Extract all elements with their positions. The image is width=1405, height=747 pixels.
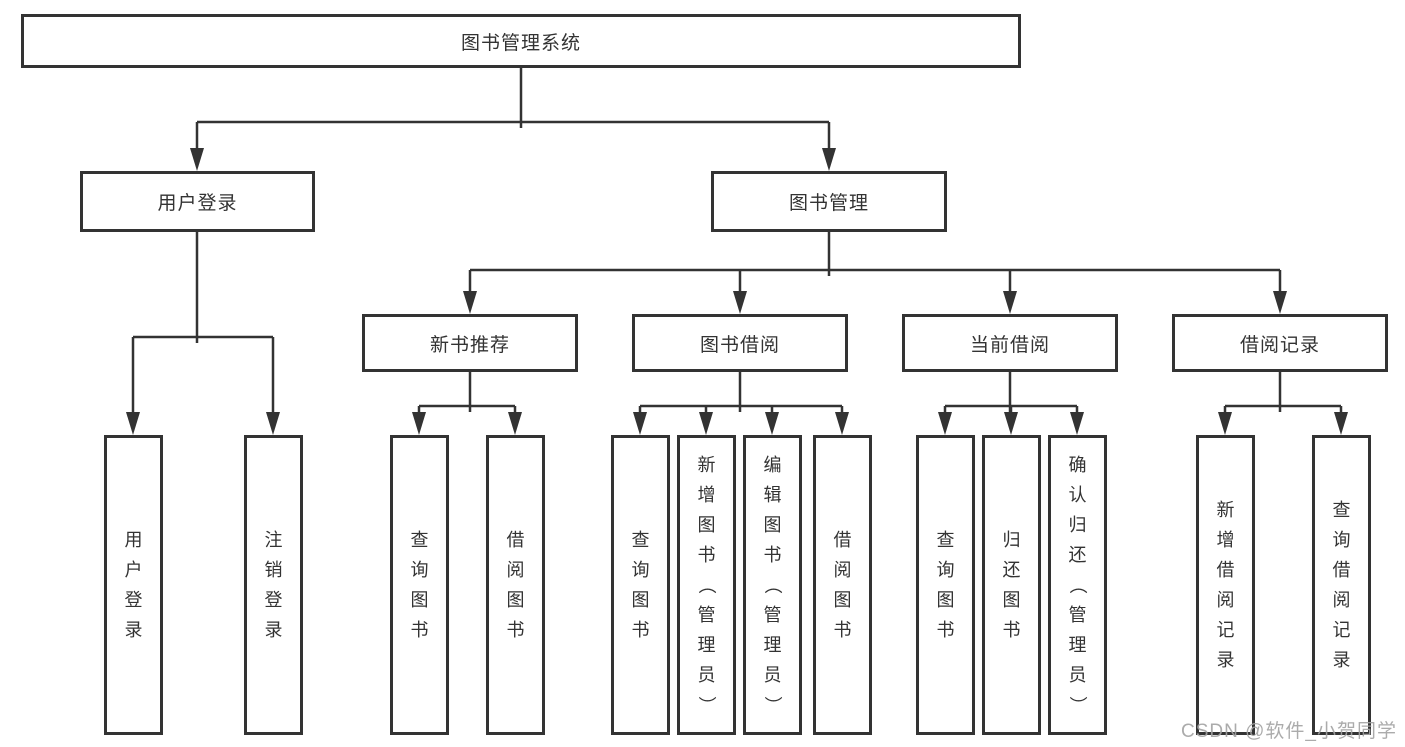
node-leaf-query-books-1: 查询图书	[390, 435, 449, 735]
connector-root-to-level2	[190, 68, 836, 171]
node-book-borrow: 图书借阅	[632, 314, 848, 372]
connector-current-borrow-to-leaves	[938, 372, 1084, 435]
connector-new-book-recommend-to-leaves	[412, 372, 522, 435]
node-root: 图书管理系统	[21, 14, 1021, 68]
node-leaf-query-borrow-record: 查询借阅记录	[1312, 435, 1371, 735]
node-user-login: 用户登录	[80, 171, 315, 232]
node-borrow-records: 借阅记录	[1172, 314, 1388, 372]
node-book-management: 图书管理	[711, 171, 947, 232]
node-leaf-logout: 注销登录	[244, 435, 303, 735]
connector-book-management-to-level3	[463, 232, 1287, 314]
connector-book-borrow-to-leaves	[633, 372, 849, 435]
node-leaf-borrow-books-1: 借阅图书	[486, 435, 545, 735]
node-leaf-add-borrow-record: 新增借阅记录	[1196, 435, 1255, 735]
node-new-book-recommend: 新书推荐	[362, 314, 578, 372]
connector-borrow-records-to-leaves	[1218, 372, 1348, 435]
node-leaf-return-books: 归还图书	[982, 435, 1041, 735]
node-current-borrow: 当前借阅	[902, 314, 1118, 372]
csdn-watermark: CSDN @软件_小贺同学	[1181, 721, 1397, 742]
node-leaf-confirm-return-admin: 确认归还（管理员）	[1048, 435, 1107, 735]
node-leaf-add-books-admin: 新增图书（管理员）	[677, 435, 736, 735]
node-leaf-query-books-3: 查询图书	[916, 435, 975, 735]
node-leaf-edit-books-admin: 编辑图书（管理员）	[743, 435, 802, 735]
node-leaf-borrow-books-2: 借阅图书	[813, 435, 872, 735]
node-leaf-query-books-2: 查询图书	[611, 435, 670, 735]
connector-user-login-to-leaves	[126, 232, 280, 435]
node-leaf-user-login: 用户登录	[104, 435, 163, 735]
